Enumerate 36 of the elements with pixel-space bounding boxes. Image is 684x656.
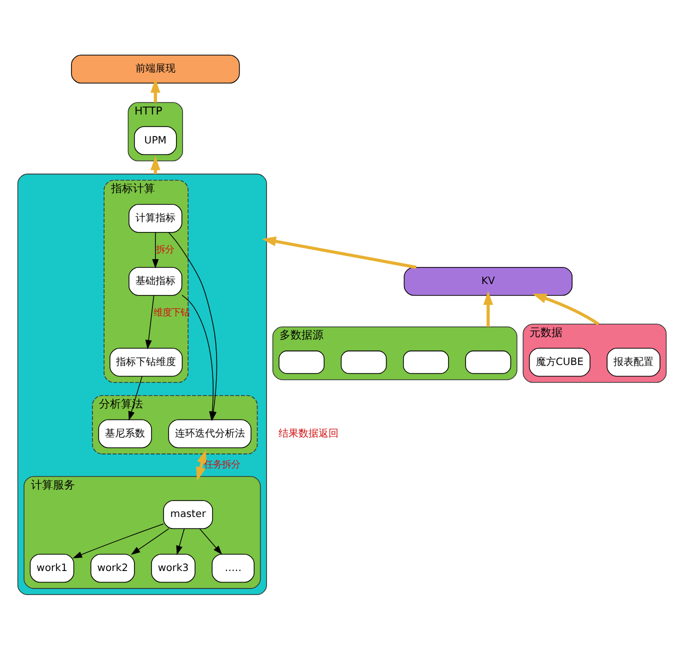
arrow xyxy=(199,528,222,555)
arrow xyxy=(150,78,160,103)
arrow xyxy=(152,232,159,268)
node-box: 魔方CUBE xyxy=(528,348,590,377)
arrow xyxy=(196,449,206,482)
arrow xyxy=(145,295,154,350)
node-box xyxy=(403,350,449,374)
node-box: 基尼系数 xyxy=(98,419,152,448)
node-box xyxy=(465,350,512,374)
cluster: 多数据源 xyxy=(272,326,518,380)
arrow xyxy=(130,528,170,555)
arrow xyxy=(176,528,185,556)
arrow xyxy=(150,156,160,174)
cluster xyxy=(17,174,267,596)
edge-label: 任务拆分 xyxy=(204,460,240,471)
node-box xyxy=(278,350,324,374)
arrow xyxy=(532,294,600,326)
node-box: work1 xyxy=(30,554,74,583)
arrow xyxy=(262,236,417,269)
node-box xyxy=(340,350,387,374)
label: 结果数据返回 xyxy=(278,428,339,440)
arrow xyxy=(483,290,494,327)
arrow xyxy=(72,524,164,558)
node-box: 前端展现 xyxy=(71,54,240,84)
node-box: master xyxy=(163,500,213,529)
node-box: work2 xyxy=(90,554,135,583)
node-box: 指标下钻维度 xyxy=(110,348,183,377)
node-box: UPM xyxy=(134,126,177,156)
node-box: 计算指标 xyxy=(128,204,182,233)
node-box: 连环迭代分析法 xyxy=(168,419,252,448)
node-box: 报表配置 xyxy=(606,348,660,377)
node-box: 基础指标 xyxy=(128,266,182,296)
node-box: work3 xyxy=(151,554,196,583)
node-box: .…. xyxy=(212,554,255,583)
node-box: KV xyxy=(404,266,573,296)
edge-label: 拆分 xyxy=(156,244,174,256)
